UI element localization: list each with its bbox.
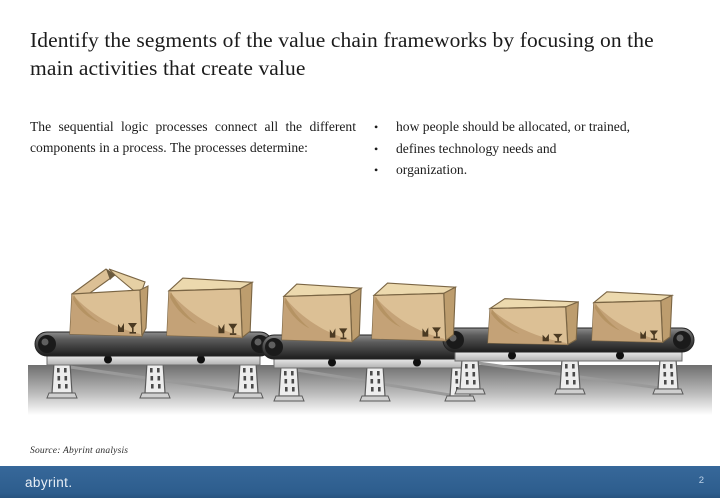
bullet-text: how people should be allocated, or train… [396, 119, 631, 134]
bullet-icon: • [374, 120, 379, 134]
cardboard-box [69, 268, 149, 337]
conveyor-belts-illustration [28, 268, 712, 415]
bullet-text: defines technology needs and [396, 140, 557, 156]
list-item: • defines technology needs and [374, 139, 694, 160]
page-number: 2 [698, 475, 704, 486]
brand-logo: abyrint. [25, 474, 73, 490]
cardboard-box [487, 298, 579, 346]
footer-bar: abyrint. 2 [0, 466, 720, 498]
cardboard-box [166, 277, 253, 339]
page-title: Identify the segments of the value chain… [30, 28, 654, 81]
bullet-list: • how people should be allocated, or tra… [374, 117, 694, 182]
cardboard-box [281, 283, 362, 343]
list-item: • how people should be allocated, or tra… [374, 117, 694, 138]
bullet-icon: • [374, 141, 379, 156]
bullet-text: organization. [396, 162, 468, 177]
intro-paragraph: The sequential logic processes connect a… [30, 119, 356, 155]
list-item: • organization. [374, 160, 694, 181]
bullet-icon: • [374, 163, 379, 177]
cardboard-box [591, 291, 673, 343]
source-note: Source: Abyrint analysis [30, 446, 129, 456]
cardboard-box [371, 282, 457, 342]
